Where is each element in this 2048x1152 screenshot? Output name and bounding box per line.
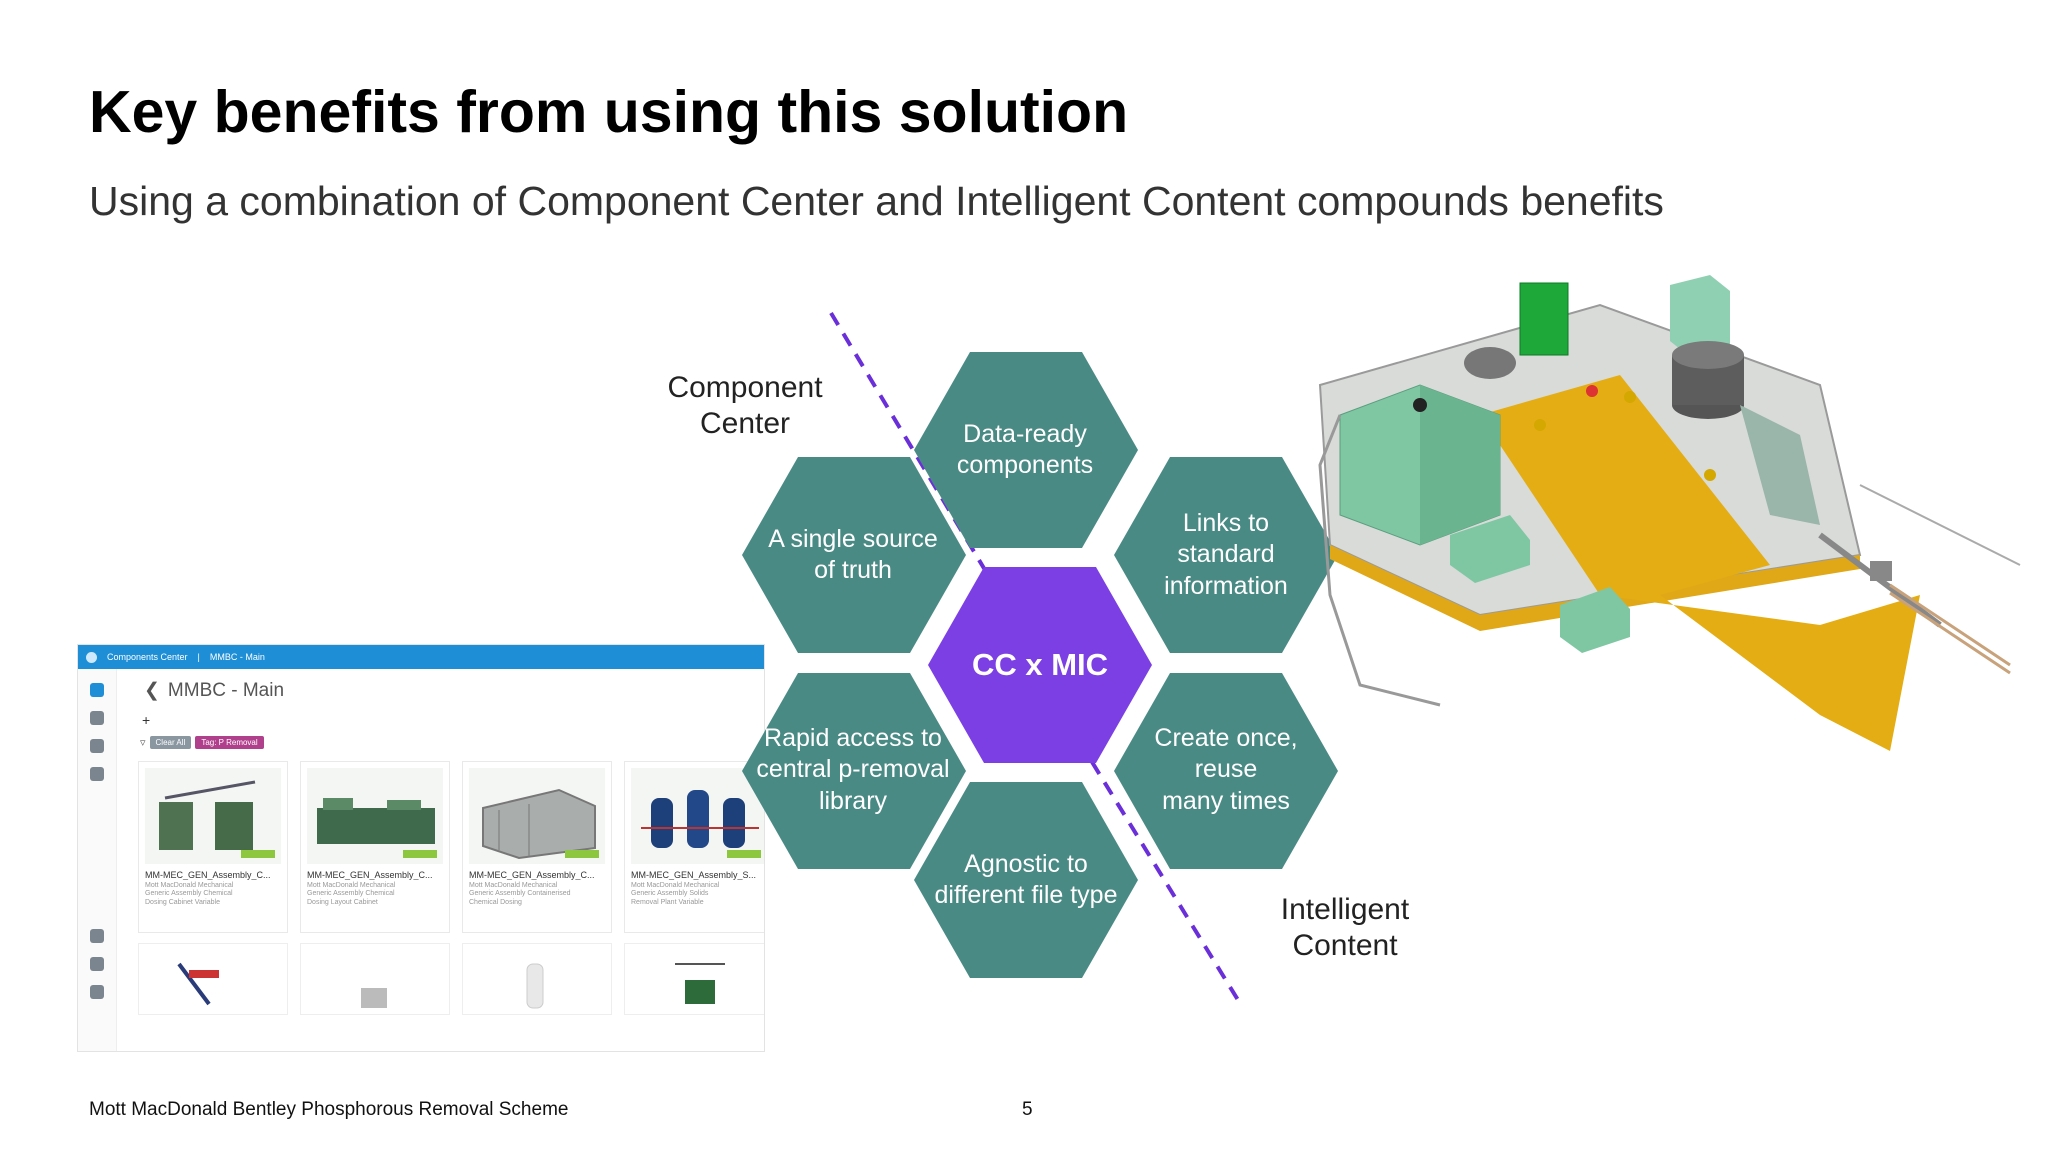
component-thumbnail: [469, 768, 605, 864]
slide-subtitle: Using a combination of Component Center …: [89, 178, 1664, 224]
hex-lower-left-label: Rapid access to central p-removal librar…: [742, 720, 964, 820]
hex-upper-left-text: A single source of truth: [768, 524, 938, 584]
hex-center-text: CC x MIC: [971, 646, 1109, 682]
component-center-screenshot: Components Center | MMBC - Main ❮ MMBC -…: [77, 644, 765, 1052]
component-card[interactable]: [300, 943, 450, 1015]
card-desc: Mott MacDonald Mechanical Generic Assemb…: [307, 882, 396, 906]
hex-center-label: CC x MIC: [940, 630, 1140, 700]
card-name: MM-MEC_GEN_Assembly_S...: [631, 870, 757, 880]
inbox-icon[interactable]: [90, 711, 104, 725]
component-card[interactable]: [138, 943, 288, 1015]
component-card[interactable]: MM-MEC_GEN_Assembly_S... Mott MacDonald …: [624, 761, 764, 933]
component-center-label: Component Center: [667, 371, 823, 440]
card-desc: Mott MacDonald Mechanical Generic Assemb…: [631, 882, 720, 906]
hex-upper-right-text: Links to standard information: [1164, 509, 1288, 600]
card-desc: Mott MacDonald Mechanical Generic Assemb…: [469, 882, 571, 906]
hex-bottom-text: Agnostic to different file type: [934, 849, 1118, 909]
hex-lower-right-text: Create once, reuse many times: [1154, 724, 1298, 815]
cc-heading: ❮ MMBC - Main: [144, 679, 764, 702]
hex-upper-right: [1114, 457, 1338, 653]
plant-3d-model-illustration: [1318, 275, 2021, 751]
component-cards-row-2: [138, 943, 764, 1015]
component-card[interactable]: MM-MEC_GEN_Assembly_C... Mott MacDonald …: [138, 761, 288, 933]
cc-app-name: Components Center: [107, 652, 188, 662]
cc-breadcrumb: MMBC - Main: [209, 652, 265, 662]
cc-main: ❮ MMBC - Main + ▿ Clear All Tag: P Remov…: [122, 669, 764, 1051]
clear-all-chip[interactable]: Clear All: [149, 736, 192, 749]
cloud-icon[interactable]: [90, 957, 104, 971]
hex-lower-right: [1114, 673, 1338, 869]
hex-upper-right-label: Links to standard information: [1126, 505, 1326, 605]
card-name: MM-MEC_GEN_Assembly_C...: [307, 870, 433, 880]
component-card[interactable]: MM-MEC_GEN_Assembly_C... Mott MacDonald …: [462, 761, 612, 933]
hex-bottom: [914, 782, 1138, 978]
status-tag: [727, 850, 761, 858]
card-name: MM-MEC_GEN_Assembly_C...: [469, 870, 595, 880]
add-button[interactable]: +: [142, 712, 151, 728]
component-thumbnail: [307, 768, 443, 864]
component-thumbnail: [631, 768, 764, 864]
chart-icon[interactable]: [90, 739, 104, 753]
cc-separator: |: [197, 652, 200, 662]
filter-icon[interactable]: ▿: [140, 737, 146, 749]
cc-heading-text: MMBC - Main: [167, 679, 285, 701]
tools-icon[interactable]: [90, 985, 104, 999]
filter-bar: ▿ Clear All Tag: P Removal: [140, 736, 764, 749]
slide-title: Key benefits from using this solution: [89, 79, 1129, 145]
component-cards: MM-MEC_GEN_Assembly_C... Mott MacDonald …: [138, 761, 764, 933]
document-icon[interactable]: [90, 683, 104, 697]
component-card[interactable]: [462, 943, 612, 1015]
hex-upper-left: [742, 457, 966, 653]
card-name: MM-MEC_GEN_Assembly_C...: [145, 870, 271, 880]
status-tag: [403, 850, 437, 858]
hex-bottom-label: Agnostic to different file type: [916, 830, 1136, 930]
hex-top: [914, 352, 1138, 548]
cc-top-bar: Components Center | MMBC - Main: [78, 645, 764, 669]
cc-logo-icon: [86, 651, 97, 663]
status-tag: [241, 850, 275, 858]
component-card[interactable]: [624, 943, 764, 1015]
status-tag: [565, 850, 599, 858]
intelligent-content-label: Intelligent Content: [1280, 893, 1410, 962]
back-chevron-icon[interactable]: ❮: [144, 680, 160, 701]
hex-lower-left: [742, 673, 966, 869]
tag-icon[interactable]: [90, 767, 104, 781]
card-desc: Mott MacDonald Mechanical Generic Assemb…: [145, 882, 234, 906]
hex-center: [928, 567, 1152, 763]
component-thumbnail: [145, 768, 281, 864]
hex-lower-right-label: Create once, reuse many times: [1126, 720, 1326, 820]
tag-filter-chip[interactable]: Tag: P Removal: [195, 736, 264, 749]
hex-upper-left-label: A single source of truth: [752, 505, 954, 605]
hex-top-text: Data-ready components: [956, 419, 1094, 479]
upload-icon[interactable]: [90, 929, 104, 943]
footer-page-number: 5: [1022, 1099, 1033, 1120]
cc-sidebar: [78, 669, 117, 1051]
footer-project-name: Mott MacDonald Bentley Phosphorous Remov…: [89, 1099, 569, 1120]
hex-top-label: Data-ready components: [925, 400, 1125, 500]
component-card[interactable]: MM-MEC_GEN_Assembly_C... Mott MacDonald …: [300, 761, 450, 933]
hex-lower-left-text: Rapid access to central p-removal librar…: [756, 724, 950, 815]
